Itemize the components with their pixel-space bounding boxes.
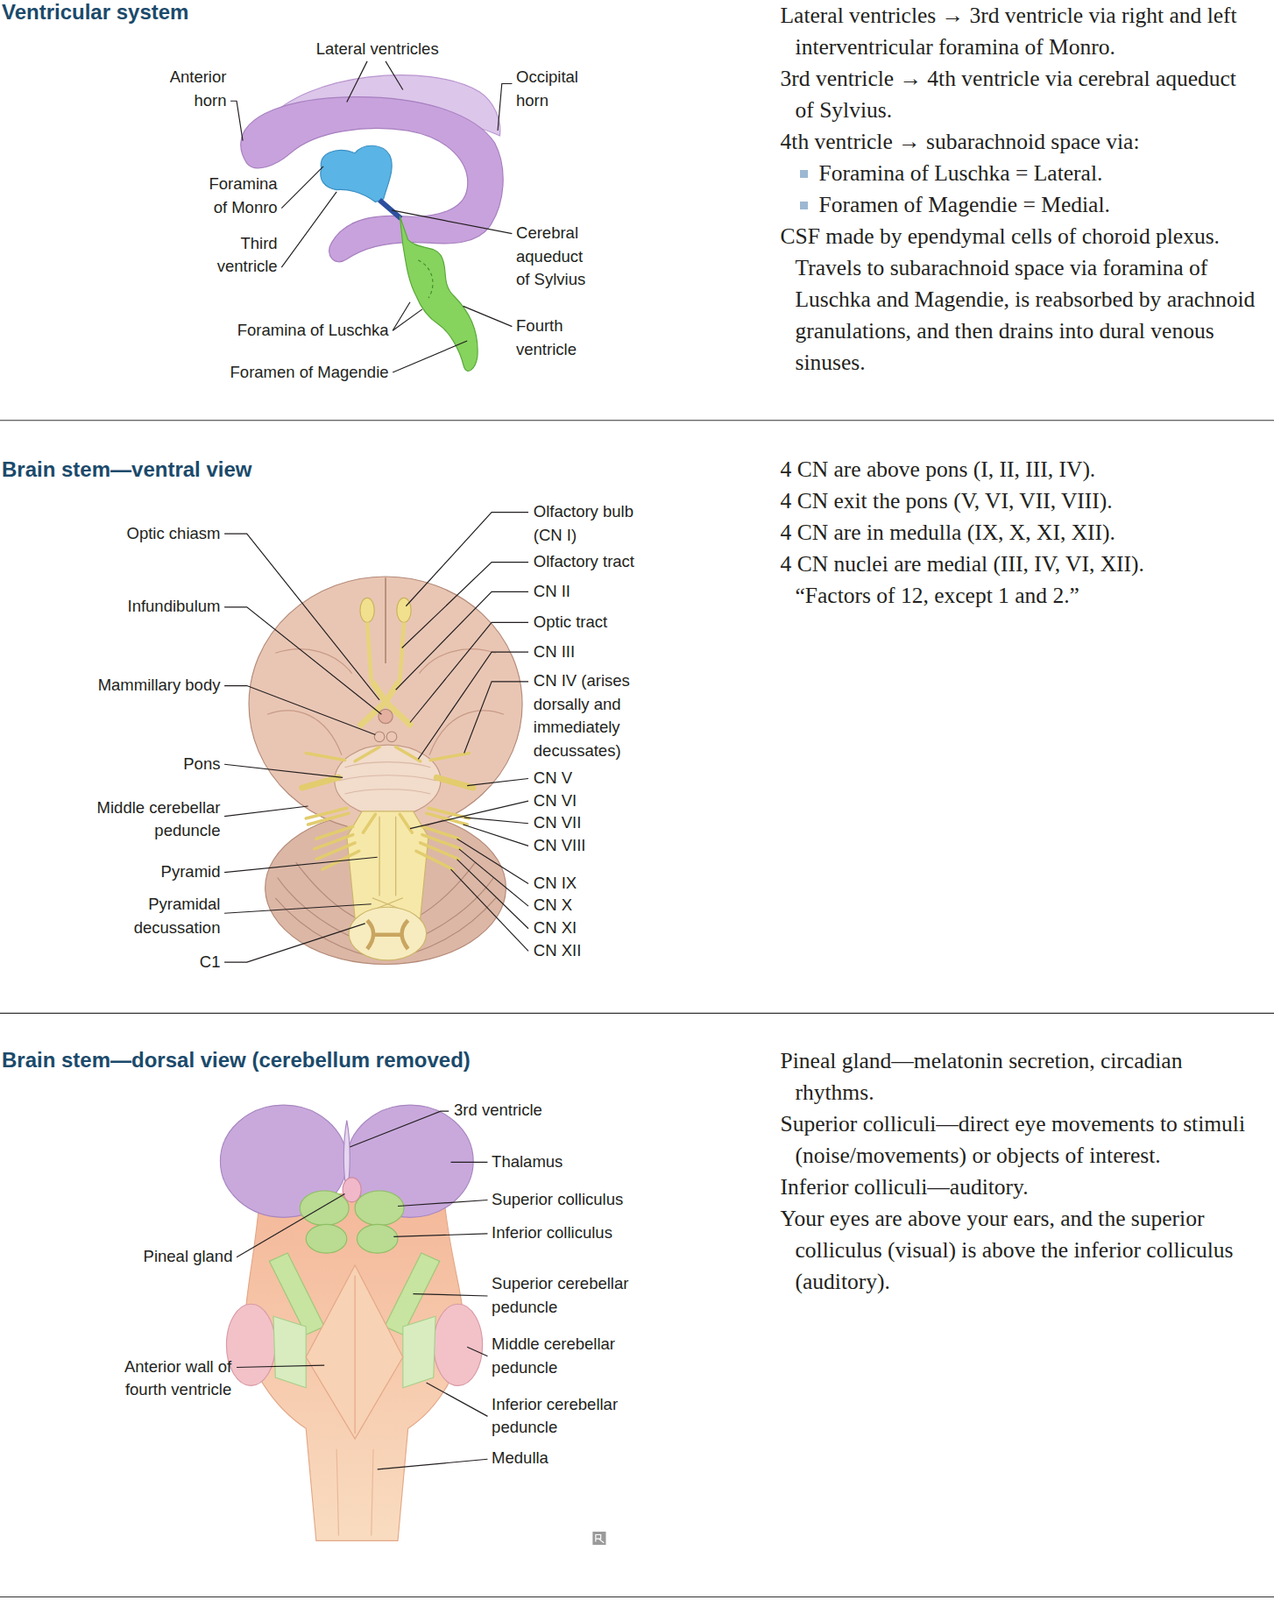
part-label: Superior colliculus (491, 1188, 623, 1212)
brainstem-dorsal-illustration (219, 1104, 482, 1541)
part-label: Middle cerebellar peduncle (67, 796, 221, 843)
note-text: CSF made by ependymal cells of choroid p… (780, 220, 1259, 379)
leader-line (236, 1111, 488, 1470)
publisher-icon (592, 1531, 606, 1545)
note-text: 3rd ventricle → 4th ventricle via cerebr… (780, 63, 1259, 127)
part-label: Fourth ventricle (516, 314, 590, 361)
note-column: Pineal gland—melatonin secretion, circad… (780, 1045, 1259, 1298)
part-label: Pons (183, 752, 220, 777)
section-heading: Ventricular system (1, 0, 189, 25)
section-rule (0, 420, 1274, 1598)
part-label: CN X (533, 893, 573, 918)
part-label: Pineal gland (143, 1245, 234, 1269)
part-label: Mammillary body (98, 673, 221, 698)
note-text: 4 CN exit the pons (V, VI, VII, VIII). (780, 485, 1259, 517)
part-label: 3rd ventricle (453, 1098, 543, 1123)
note-text: Your eyes are above your ears, and the s… (780, 1203, 1259, 1298)
note-text: 4 CN nuclei are medial (III, IV, VI, XII… (780, 548, 1259, 581)
part-label: Optic tract (533, 610, 608, 635)
part-label: CN IV (arises dorsally and immediately d… (533, 669, 646, 763)
part-label: Infundibulum (127, 594, 221, 619)
part-label: Pyramid (161, 860, 221, 885)
part-label: CN XII (533, 939, 581, 963)
part-label: Inferior colliculus (491, 1221, 613, 1246)
bullet-square (799, 201, 808, 210)
note-text: Foramen of Magendie = Medial. (780, 189, 1259, 221)
note-column: Lateral ventricles → 3rd ventricle via r… (780, 0, 1259, 379)
part-label: Olfactory bulb (CN I) (533, 500, 657, 547)
part-label: Cerebral aqueduct of Sylvius (516, 221, 590, 292)
note-column: 4 CN are above pons (I, II, III, IV).4 C… (780, 453, 1259, 612)
part-label: Foramina of Monro (204, 172, 278, 220)
note-text: Superior colliculi—direct eye movements … (780, 1108, 1259, 1172)
section-heading: Brain stem—dorsal view (cerebellum remov… (1, 1047, 471, 1073)
section-heading: Brain stem—ventral view (1, 457, 252, 482)
part-label: Thalamus (491, 1150, 563, 1175)
note-text: 4 CN are above pons (I, II, III, IV). (780, 453, 1259, 486)
note-text: Pineal gland—melatonin secretion, circad… (780, 1045, 1259, 1109)
part-label: Occipital horn (516, 65, 603, 113)
part-label: C1 (199, 950, 221, 975)
part-label: Medulla (491, 1446, 549, 1471)
note-text: 4 CN are in medulla (IX, X, XI, XII). (780, 516, 1259, 549)
note-text: Inferior colliculi—auditory. (780, 1171, 1259, 1204)
part-label: CN VI (533, 789, 577, 814)
part-label: Inferior cerebellar peduncle (491, 1393, 655, 1440)
leader-line (230, 61, 512, 373)
part-label: Third ventricle (204, 232, 278, 279)
part-label: CN XI (533, 916, 577, 941)
part-label: CN IX (533, 871, 577, 896)
leader-line (224, 512, 529, 963)
part-label: Optic chiasm (127, 522, 221, 546)
part-label: Middle cerebellar peduncle (491, 1332, 655, 1380)
note-text: 4th ventricle → subarachnoid space via: (780, 126, 1259, 158)
part-label: CN II (533, 580, 571, 604)
part-label: Foramen of Magendie (230, 360, 390, 385)
part-label: Foramina of Luschka (237, 318, 390, 343)
note-text: Lateral ventricles → 3rd ventricle via r… (780, 0, 1259, 64)
part-label: CN VII (533, 811, 581, 836)
part-label: CN III (533, 640, 575, 665)
bullet-square (799, 169, 808, 178)
part-label: CN VIII (533, 834, 587, 858)
part-label: Olfactory tract (533, 550, 635, 574)
part-label: Pyramidal decussation (107, 892, 220, 940)
note-text: Foramina of Luschka = Lateral. (780, 157, 1259, 190)
part-label: Superior cerebellar peduncle (491, 1272, 655, 1319)
part-label: CN V (533, 766, 573, 791)
note-text: “Factors of 12, except 1 and 2.” (780, 580, 1259, 612)
part-label: Lateral ventricles (316, 37, 439, 62)
part-label: Anterior horn (144, 65, 227, 113)
part-label: Anterior wall of fourth ventricle (93, 1355, 232, 1402)
